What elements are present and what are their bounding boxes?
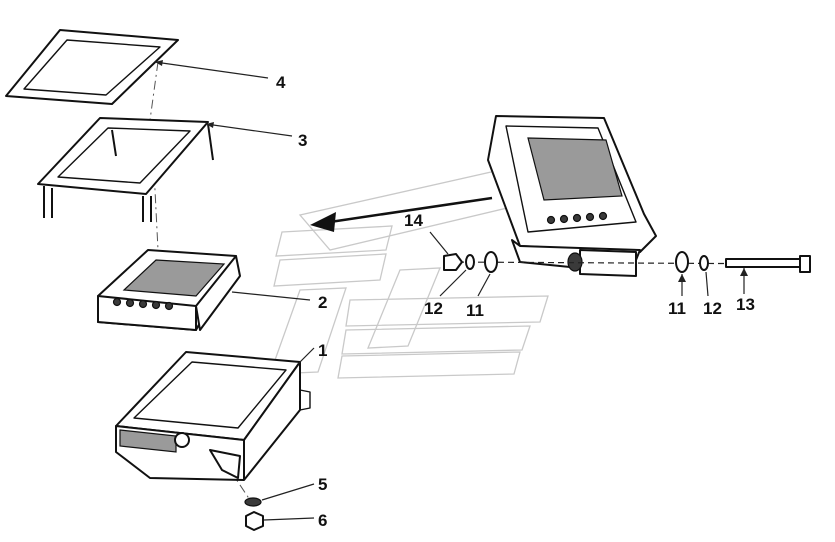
- part-13-bolt-shank: [725, 258, 801, 268]
- callout-11-left: 11: [466, 301, 484, 320]
- part-4-gasket: [5, 29, 179, 105]
- callout-12-left: 12: [424, 299, 443, 318]
- part-12-lock-washer-right: [699, 255, 709, 271]
- callout-14: 14: [404, 211, 423, 230]
- callout-3: 3: [298, 131, 307, 150]
- callout-13: 13: [736, 295, 755, 314]
- assembly-direction-arrow: [310, 196, 493, 232]
- part-11-washer: [484, 251, 498, 273]
- part-14-nut: [443, 253, 463, 271]
- hardware-axis: [443, 251, 811, 273]
- callout-6: 6: [318, 511, 327, 530]
- part-3-bezel-frame: [37, 117, 214, 222]
- part-13-bolt-head: [799, 255, 811, 273]
- callout-2: 2: [318, 293, 327, 312]
- part-1-housing: [115, 351, 311, 481]
- part-12-lock-washer: [465, 254, 475, 270]
- part-11-washer-right: [675, 251, 689, 273]
- callout-12-right: 12: [703, 299, 722, 318]
- watermark-logo: [269, 169, 549, 379]
- callout-11-right: 11: [668, 299, 686, 318]
- callout-4: 4: [276, 73, 286, 92]
- part-6-nut: [245, 511, 264, 531]
- callout-labels: 4 3 2 1 5 6 14 12 11 11 12 13: [276, 73, 755, 530]
- leader-lines: [154, 60, 748, 521]
- assembled-display-unit: [487, 115, 657, 277]
- callout-5: 5: [318, 475, 327, 494]
- part-2-display-module: [97, 249, 241, 331]
- part-5-washer: [244, 497, 262, 507]
- callout-1: 1: [318, 341, 327, 360]
